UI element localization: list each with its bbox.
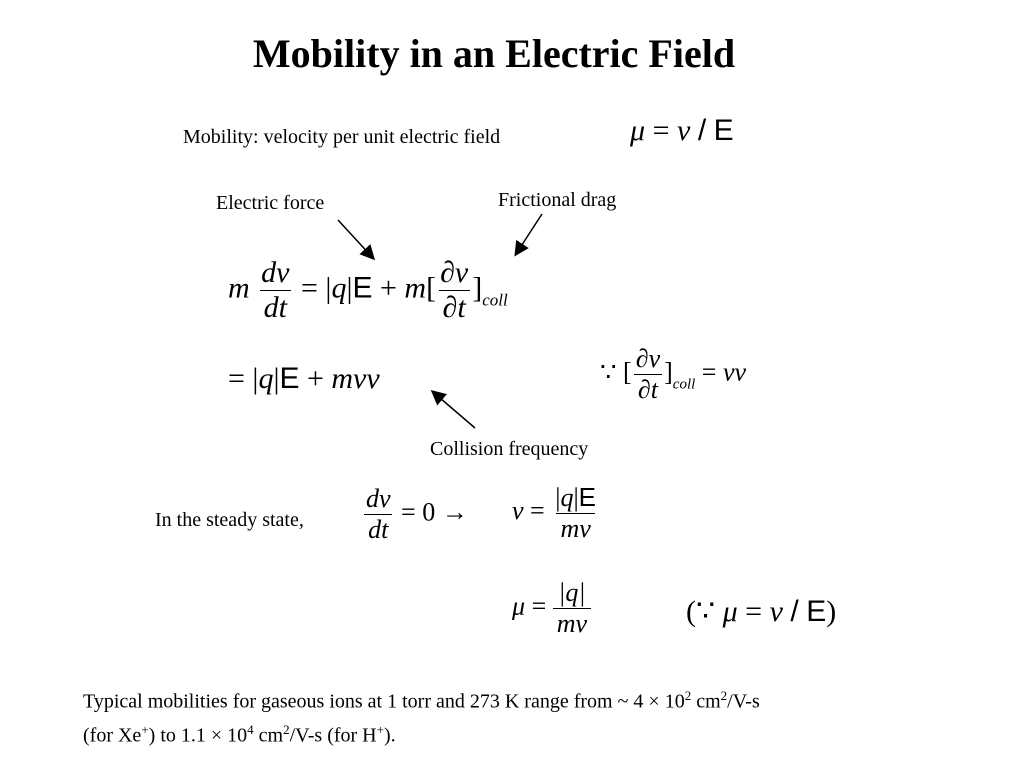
- equals-sign: =: [301, 271, 318, 305]
- because-symbol: ∵: [696, 595, 716, 628]
- denominator: mν: [556, 513, 595, 544]
- denominator: ∂t: [633, 374, 662, 405]
- collision-frequency-label: Collision frequency: [430, 438, 589, 460]
- footnote: Typical mobilities for gaseous ions at 1…: [83, 682, 760, 749]
- steady-state-label: In the steady state,: [155, 509, 304, 531]
- slash: /: [790, 595, 799, 628]
- charge-symbol: q: [258, 362, 274, 395]
- coll-subscript: coll: [482, 290, 508, 310]
- field-symbol: E: [352, 271, 373, 305]
- velocity-symbol: v: [512, 495, 524, 525]
- zero: 0: [422, 497, 436, 527]
- numerator: |q|E: [555, 482, 596, 512]
- qE-over-mnu-fraction: |q|E mν: [551, 482, 600, 544]
- denominator: mν: [552, 608, 592, 639]
- abs-bar: |: [346, 271, 353, 305]
- numerator: ∂v: [440, 256, 469, 289]
- mu-symbol: μ: [512, 591, 526, 621]
- coll-subscript: coll: [672, 376, 696, 393]
- footnote-line-2: (for Xe+) to 1.1 × 104 cm2/V-s (for H+).: [83, 721, 396, 747]
- page-title: Mobility in an Electric Field: [252, 31, 736, 76]
- plus-sign: +: [306, 362, 324, 395]
- right-bracket: ]: [664, 357, 673, 387]
- equals-sign: =: [701, 357, 717, 387]
- right-bracket: ]: [472, 271, 483, 305]
- velocity-symbol: v: [676, 114, 691, 147]
- denominator: dt: [364, 514, 393, 545]
- equals-sign: =: [745, 595, 763, 628]
- equals-sign: =: [531, 591, 547, 621]
- mobility-definition-equation: μ = v / E: [630, 114, 734, 148]
- left-bracket: [: [623, 357, 632, 387]
- mobility-result: μ = |q| mν: [512, 578, 592, 639]
- equals-sign: =: [652, 114, 670, 147]
- numerator: |q|: [558, 578, 586, 607]
- denominator: ∂t: [438, 290, 470, 325]
- dv-dt-fraction: dv dt: [257, 256, 293, 325]
- q-over-mnu-fraction: |q| mν: [552, 578, 592, 639]
- equals-sign: =: [530, 495, 545, 525]
- mobility-definition-reminder: (∵ μ = v / E): [686, 594, 836, 629]
- left-bracket: [: [426, 271, 437, 305]
- collision-term-relation: ∵ [ ∂v ∂t ]coll = vν: [600, 344, 746, 405]
- charge-symbol: q: [331, 271, 347, 305]
- slash: /: [697, 114, 707, 147]
- abs-bar: |: [325, 271, 332, 305]
- field-symbol: E: [279, 362, 300, 395]
- field-symbol: E: [713, 114, 734, 147]
- denominator: dt: [259, 290, 291, 325]
- frictional-drag-arrow: [514, 213, 543, 257]
- numerator: dv: [366, 484, 391, 513]
- mu-symbol: μ: [630, 114, 646, 147]
- mass-symbol: m: [228, 271, 250, 305]
- electric-force-arrow: [337, 219, 376, 261]
- mu-symbol: μ: [722, 595, 738, 628]
- electric-force-label: Electric force: [216, 192, 325, 214]
- abs-bar: |: [252, 362, 259, 395]
- mobility-definition-text: Mobility: velocity per unit electric fie…: [183, 126, 501, 148]
- mass-symbol: m: [404, 271, 427, 305]
- steady-state-equation: dv dt = 0 →: [362, 484, 468, 545]
- frictional-drag-label: Frictional drag: [498, 189, 617, 211]
- abs-bar: |: [273, 362, 280, 395]
- left-paren: (: [686, 595, 696, 628]
- equals-sign: =: [401, 497, 416, 527]
- plus-sign: +: [379, 271, 397, 305]
- velocity-symbol: v: [769, 595, 783, 628]
- numerator: dv: [261, 256, 290, 289]
- collision-frequency-arrow: [430, 390, 476, 429]
- dv-dt-fraction: dv dt: [362, 484, 395, 545]
- equation-of-motion: m dv dt = |q|E + m[ ∂v ∂t ]coll: [228, 256, 508, 325]
- equation-of-motion-simplified: = |q|E + mvν: [228, 362, 380, 396]
- drag-term: mvν: [331, 362, 380, 395]
- because-symbol: ∵: [600, 357, 617, 387]
- partial-fraction: ∂v ∂t: [632, 344, 664, 405]
- right-paren: ): [826, 595, 837, 628]
- equals-sign: =: [228, 362, 245, 395]
- velocity-result: v = |q|E mν: [512, 482, 600, 544]
- numerator: ∂v: [635, 344, 661, 373]
- v-nu-term: vν: [722, 357, 747, 387]
- footnote-line-1: Typical mobilities for gaseous ions at 1…: [83, 688, 760, 713]
- implies-arrow: →: [441, 497, 468, 527]
- partial-fraction: ∂v ∂t: [436, 256, 472, 325]
- field-symbol: E: [806, 595, 827, 628]
